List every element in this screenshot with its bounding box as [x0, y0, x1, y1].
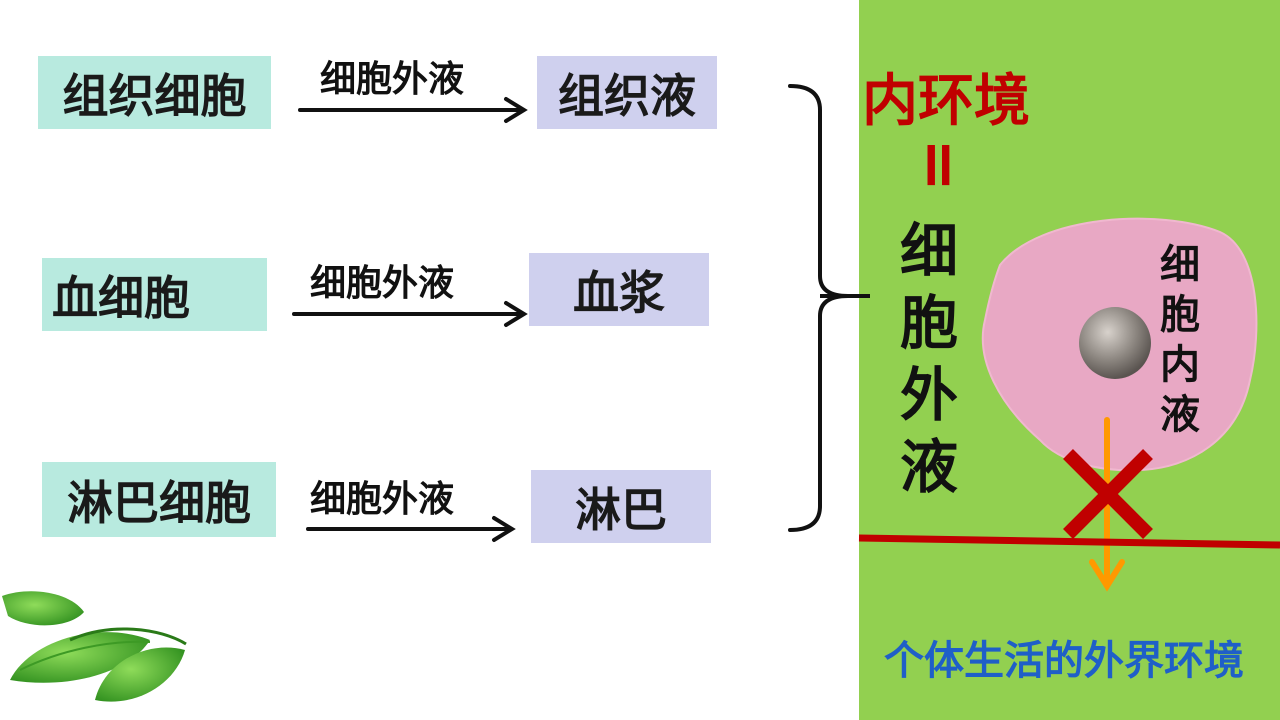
source-box-tissue-cell: 组织细胞: [38, 56, 271, 129]
bracket: [788, 84, 849, 532]
internal-environment-title: 内环境: [862, 69, 1030, 134]
source-label: 血细胞: [52, 270, 190, 325]
vertical-char: 外: [900, 361, 959, 429]
arrow-row1: [298, 97, 528, 123]
boundary-line: [858, 534, 1280, 549]
cell-char: 细: [1160, 242, 1200, 288]
cell-char: 胞: [1160, 292, 1200, 338]
source-box-blood-cell: 血细胞: [42, 258, 267, 331]
source-label: 淋巴细胞: [67, 475, 251, 530]
target-box-tissue-fluid: 组织液: [537, 56, 717, 129]
arrow-row3: [306, 516, 516, 542]
extracellular-vertical-text: 细 胞 外 液: [900, 215, 958, 503]
target-label: 淋巴: [575, 482, 667, 537]
cell-char: 液: [1160, 392, 1200, 438]
target-box-lymph: 淋巴: [531, 470, 711, 543]
equals-sign: =: [901, 138, 976, 192]
external-environment-label: 个体生活的外界环境: [884, 638, 1244, 684]
cell-char: 内: [1160, 342, 1200, 388]
cross-mark: [1063, 449, 1153, 539]
vertical-char: 胞: [900, 289, 959, 357]
source-label: 组织细胞: [62, 68, 247, 123]
arrow-row2: [292, 301, 528, 327]
arrow-label-row1: 细胞外液: [320, 59, 465, 100]
vertical-char: 细: [900, 217, 959, 285]
target-box-plasma: 血浆: [529, 253, 709, 326]
vertical-char: 液: [900, 433, 959, 501]
arrow-label-row2: 细胞外液: [310, 263, 455, 304]
target-label: 血浆: [573, 265, 665, 320]
leaves-decoration: [2, 591, 187, 702]
nucleus: [1079, 307, 1151, 379]
source-box-lymphocyte: 淋巴细胞: [42, 462, 276, 537]
arrow-label-row3: 细胞外液: [310, 479, 455, 520]
target-label: 组织液: [558, 68, 696, 123]
intracellular-vertical-text: 细 胞 内 液: [1160, 240, 1200, 440]
